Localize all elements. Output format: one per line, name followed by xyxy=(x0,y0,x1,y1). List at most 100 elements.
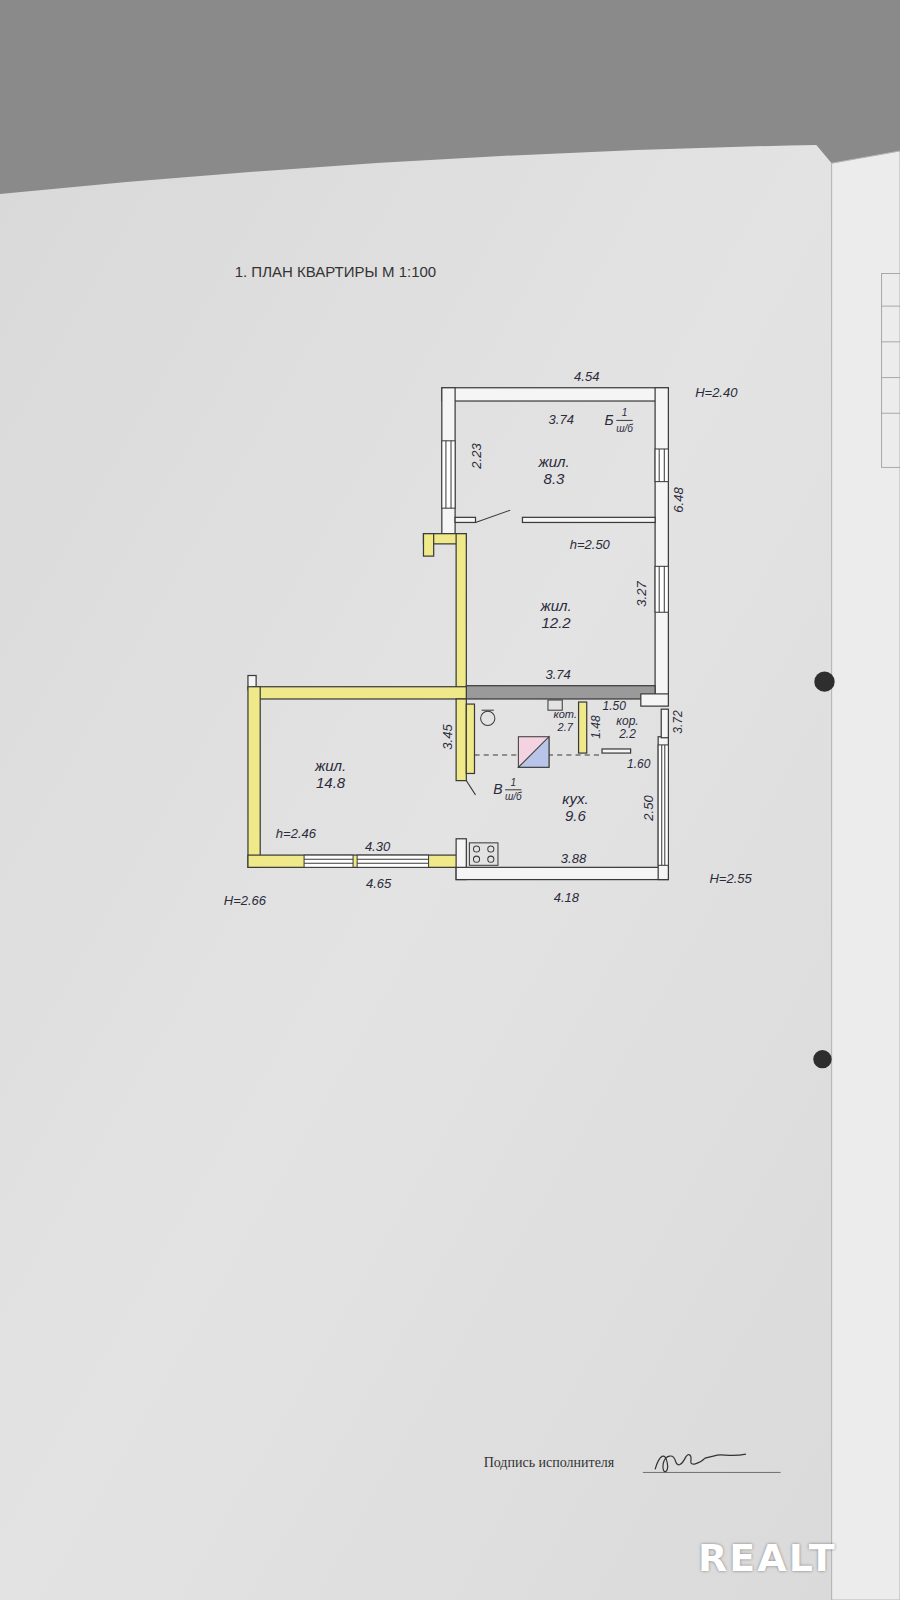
inner-wall xyxy=(248,687,260,868)
dimension-label: 2.50 xyxy=(641,796,654,821)
window-pane xyxy=(661,745,662,865)
bearing-wall xyxy=(466,686,655,699)
room-label: кух.9.6 xyxy=(558,789,593,828)
window-pane xyxy=(304,863,353,864)
punch-hole xyxy=(813,1050,831,1068)
boiler-symbol xyxy=(518,737,549,768)
room-label: жил.12.2 xyxy=(536,596,576,635)
inner-wall xyxy=(456,699,466,781)
window-pane xyxy=(664,745,665,865)
door-swing xyxy=(476,510,511,522)
window xyxy=(658,745,668,865)
signature xyxy=(655,1454,746,1472)
outer-wall xyxy=(655,388,668,696)
dimension-label: 3.45 xyxy=(440,724,453,749)
height-label: h=2.50 xyxy=(570,537,610,550)
dimension-label: 3.72 xyxy=(672,711,684,734)
wall-mark: 1 xyxy=(622,408,628,418)
outer-wall xyxy=(442,388,669,401)
dimension-label: 2.23 xyxy=(469,443,482,468)
room-label: жил.14.8 xyxy=(311,756,351,795)
outer-wall xyxy=(456,867,668,879)
room-label: кот.2.7 xyxy=(549,707,581,737)
dimension-label: 4.54 xyxy=(574,369,599,382)
toilet-symbol xyxy=(481,711,495,725)
inner-wall xyxy=(248,855,464,867)
window xyxy=(442,441,455,508)
height-label: H=2.55 xyxy=(709,871,751,884)
window-pane xyxy=(659,566,660,612)
dimension-label: 4.18 xyxy=(554,890,579,903)
dimension-label: 1.60 xyxy=(627,758,650,770)
outer-wall xyxy=(658,737,668,880)
room-area: 2.7 xyxy=(551,721,579,734)
wall-mark: ш/б xyxy=(616,424,633,434)
outer-wall xyxy=(641,694,669,706)
table-line xyxy=(882,413,900,414)
room-type: жил. xyxy=(313,757,349,774)
inner-wall xyxy=(423,534,433,556)
dimension-label: 1.50 xyxy=(603,700,626,712)
windows xyxy=(304,441,668,868)
dimension-label: 3.74 xyxy=(546,668,571,681)
window-pane xyxy=(357,863,428,864)
paper-sheet xyxy=(0,145,832,1600)
next-page xyxy=(832,151,900,1600)
dimension-label: 6.48 xyxy=(671,487,684,512)
window-pane xyxy=(357,859,428,860)
stove-burner xyxy=(473,846,479,852)
outer-wall xyxy=(661,709,668,738)
plan-title: 1. ПЛАН КВАРТИРЫ М 1:100 xyxy=(235,264,436,279)
room-area: 9.6 xyxy=(560,807,591,824)
height-label: H=2.40 xyxy=(695,385,737,398)
partition xyxy=(602,749,631,753)
room-area: 12.2 xyxy=(538,614,574,631)
room-type: кот. xyxy=(551,708,579,721)
dimension-label: 3.88 xyxy=(561,852,586,865)
watermark: REALT xyxy=(698,1539,836,1577)
room-area: 14.8 xyxy=(313,774,349,791)
table-line xyxy=(882,377,900,378)
room-area: 2.2 xyxy=(614,728,641,742)
partition xyxy=(455,517,475,522)
room-type: кух. xyxy=(560,790,591,807)
toilet-symbol xyxy=(482,710,494,711)
outer-wall xyxy=(442,388,455,534)
wall-mark: ш/б xyxy=(505,792,522,802)
door-swing xyxy=(466,781,475,795)
window-pane xyxy=(664,449,665,482)
window-pane xyxy=(451,441,452,508)
window-pane xyxy=(304,859,353,860)
height-label: h=2.46 xyxy=(276,826,316,839)
height-label: H=2.66 xyxy=(224,894,266,907)
fixtures xyxy=(466,420,780,1472)
fraction-line xyxy=(616,420,632,421)
page-table xyxy=(882,273,900,467)
partition xyxy=(522,517,655,522)
signature-caption: Подпись исполнителя xyxy=(484,1456,615,1470)
inner-wall xyxy=(466,704,474,773)
dimension-label: 3.74 xyxy=(549,413,574,426)
stove-burner xyxy=(488,846,494,852)
window xyxy=(655,449,668,482)
signature-line xyxy=(643,1472,781,1473)
window xyxy=(357,855,428,867)
table-frame xyxy=(882,273,900,467)
dimension-label: 4.65 xyxy=(366,876,391,889)
wall-mark: В xyxy=(493,782,502,796)
room-type: жил. xyxy=(538,597,574,614)
dimension-label: 4.30 xyxy=(365,839,390,852)
room-area: 8.3 xyxy=(536,470,572,487)
table-line xyxy=(882,341,900,342)
inner-wall xyxy=(456,534,466,699)
room-type: жил. xyxy=(536,453,572,470)
window-pane xyxy=(659,449,660,482)
fraction-line xyxy=(505,789,521,790)
room-label: кор.2.2 xyxy=(612,714,643,746)
wall-mark: 1 xyxy=(510,778,516,788)
dimension-label: 1.48 xyxy=(590,715,602,738)
walls xyxy=(248,388,668,880)
room-label: жил.8.3 xyxy=(534,452,574,491)
table-line xyxy=(882,306,900,307)
